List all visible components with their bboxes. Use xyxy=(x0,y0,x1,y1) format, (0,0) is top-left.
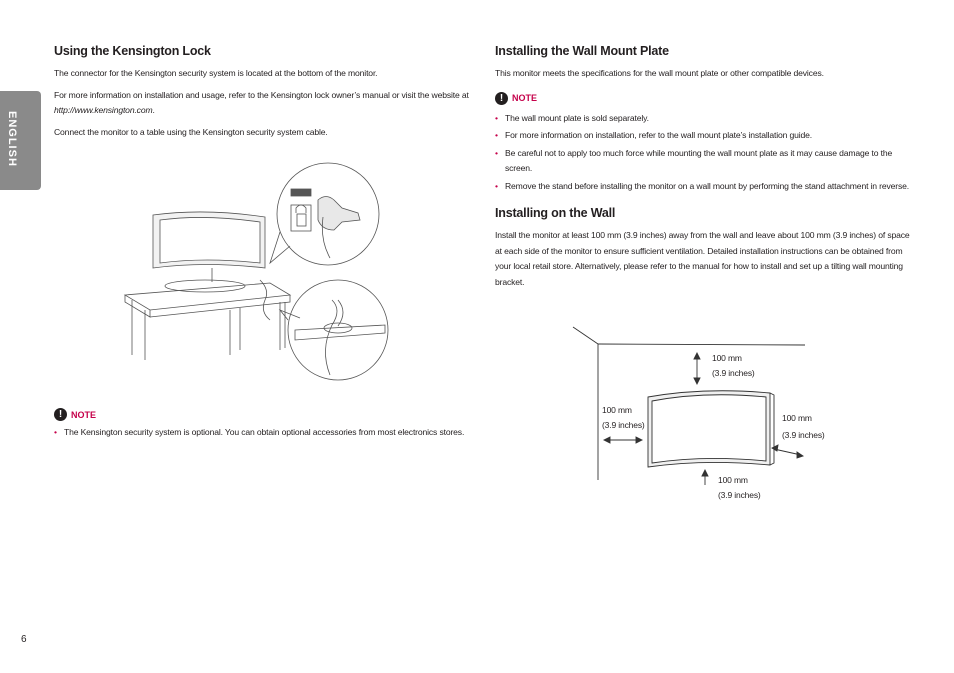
kensington-section: Using the Kensington Lock The connector … xyxy=(54,44,474,146)
wall-clearance-diagram xyxy=(572,326,806,485)
wall-mount-note-item: The wall mount plate is sold separately. xyxy=(495,111,910,127)
wall-mount-section: Installing the Wall Mount Plate This mon… xyxy=(495,44,910,296)
dimension-label-right: 100 mm (3.9 inches) xyxy=(782,410,825,444)
kensington-note: ! NOTE The Kensington security system is… xyxy=(54,408,474,443)
exclamation-icon: ! xyxy=(54,408,67,421)
wall-mount-plate-intro: This monitor meets the specifications fo… xyxy=(495,68,824,78)
wall-mount-note-item: Remove the stand before installing the m… xyxy=(495,179,910,195)
kensington-paragraph-2-text: For more information on installation and… xyxy=(54,89,469,100)
wall-mount-note-item: For more information on installation, re… xyxy=(495,128,910,144)
kensington-note-header: ! NOTE xyxy=(54,408,474,421)
wall-install-heading: Installing on the Wall xyxy=(495,206,616,220)
wall-mount-note-header: ! NOTE xyxy=(495,91,910,105)
kensington-website-link[interactable]: http://www.kensington.com xyxy=(54,105,153,115)
dimension-right-inches: (3.9 inches) xyxy=(782,430,825,440)
kensington-paragraph-1: The connector for the Kensington securit… xyxy=(54,68,378,78)
dimension-label-left: 100 mm (3.9 inches) xyxy=(602,403,645,433)
dimension-label-bottom: 100 mm (3.9 inches) xyxy=(718,473,761,503)
language-tab: ENGLISH xyxy=(0,91,41,190)
page-number: 6 xyxy=(21,634,27,645)
wall-mount-note-label: NOTE xyxy=(512,93,538,103)
wall-mount-note-item: Be careful not to apply too much force w… xyxy=(495,146,910,177)
kensington-paragraph-2-end: . xyxy=(152,105,155,115)
dimension-left-inches: (3.9 inches) xyxy=(602,420,645,430)
dimension-left-mm: 100 mm xyxy=(602,405,632,415)
kensington-illustration xyxy=(123,162,389,381)
dimension-top-inches: (3.9 inches) xyxy=(712,368,755,378)
kensington-note-list: The Kensington security system is option… xyxy=(54,425,474,441)
kensington-paragraph-3: Connect the monitor to a table using the… xyxy=(54,126,328,137)
dimension-bottom-mm: 100 mm xyxy=(718,475,748,485)
kensington-heading: Using the Kensington Lock xyxy=(54,44,211,58)
kensington-paragraph-2: For more information on installation and… xyxy=(54,88,474,119)
wall-mount-plate-heading: Installing the Wall Mount Plate xyxy=(495,44,669,58)
dimension-bottom-inches: (3.9 inches) xyxy=(718,490,761,500)
dimension-right-mm: 100 mm xyxy=(782,413,812,423)
wall-install-body: Install the monitor at least 100 mm (3.9… xyxy=(495,230,910,287)
kensington-note-label: NOTE xyxy=(71,409,97,420)
dimension-label-top: 100 mm (3.9 inches) xyxy=(712,351,755,381)
kensington-note-item: The Kensington security system is option… xyxy=(54,425,474,441)
exclamation-icon: ! xyxy=(495,91,508,105)
wall-mount-note-list: The wall mount plate is sold separately.… xyxy=(495,111,910,195)
dimension-top-mm: 100 mm xyxy=(712,353,742,363)
language-tab-label: ENGLISH xyxy=(6,111,18,167)
